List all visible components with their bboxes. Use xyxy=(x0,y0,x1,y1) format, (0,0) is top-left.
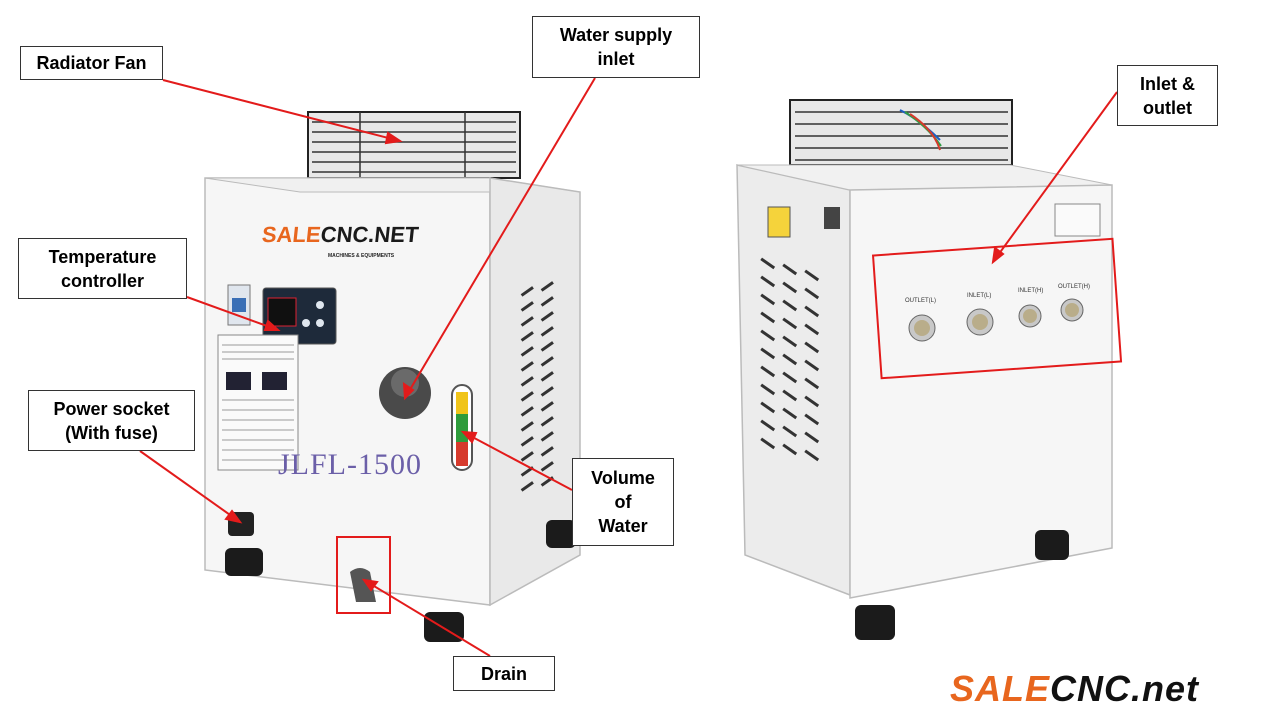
rear-chiller-unit xyxy=(736,99,1113,640)
leader-drain xyxy=(363,579,491,657)
leader-inlet-outlet xyxy=(992,91,1118,263)
callout-temperature-controller: Temperature controller xyxy=(18,238,187,299)
callout-power-socket: Power socket (With fuse) xyxy=(28,390,195,451)
port-label-inlet-h: INLET(H) xyxy=(1018,288,1044,294)
watermark-brand-logo: SALECNC.net xyxy=(950,668,1200,709)
port-label-outlet-l: OUTLET(L) xyxy=(905,298,937,304)
leader-volume-of-water xyxy=(462,431,573,491)
machine-brand-logo: SALECNC.NET xyxy=(260,222,420,247)
leader-radiator-fan xyxy=(162,79,401,142)
callout-drain: Drain xyxy=(453,656,555,691)
callout-inlet-outlet: Inlet & outlet xyxy=(1117,65,1218,126)
machine-brand-tagline: MACHINES & EQUIPMENTS xyxy=(328,253,395,259)
ports-highlight-box xyxy=(871,237,1123,380)
leader-temperature-controller xyxy=(186,296,279,331)
port-label-inlet-l: INLET(L) xyxy=(967,293,992,299)
port-label-outlet-h: OUTLET(H) xyxy=(1058,284,1090,290)
callout-water-supply-inlet: Water supply inlet xyxy=(532,16,700,78)
drain-highlight-box xyxy=(336,536,391,614)
leader-power-socket xyxy=(139,450,241,523)
machine-model-label: JLFL-1500 xyxy=(278,448,422,481)
callout-radiator-fan: Radiator Fan xyxy=(20,46,163,80)
callout-volume-of-water: Volume of Water xyxy=(572,458,674,546)
front-chiller-unit xyxy=(204,111,581,642)
leader-water-supply-inlet xyxy=(404,77,596,399)
